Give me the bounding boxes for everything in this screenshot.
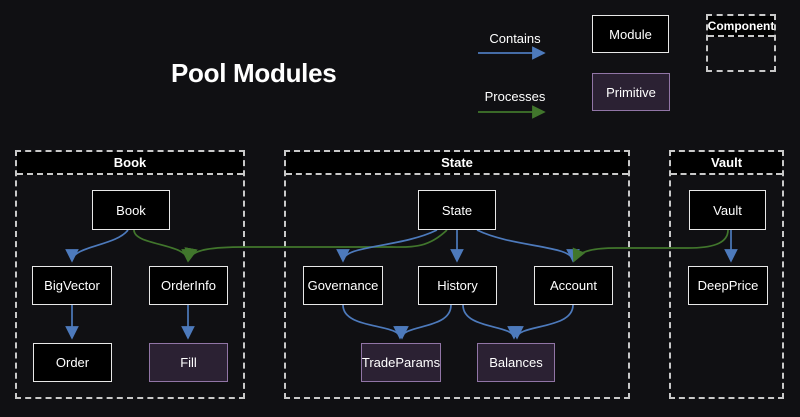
node-book-label: Book <box>116 202 146 218</box>
node-book: Book <box>92 190 170 230</box>
node-governance-label: Governance <box>307 278 379 293</box>
legend-primitive-label: Primitive <box>606 84 656 100</box>
legend-component-box: Component <box>706 14 776 72</box>
page-title: Pool Modules <box>171 58 337 88</box>
container-vault: Vault <box>669 150 784 399</box>
node-balances-label: Balances <box>489 355 543 370</box>
legend-module-label: Module <box>609 26 652 42</box>
node-bigvector: BigVector <box>32 266 112 305</box>
node-history-label: History <box>437 278 478 293</box>
node-tradeparams-label: TradeParams <box>361 355 441 370</box>
node-vault: Vault <box>689 190 766 230</box>
node-order: Order <box>33 343 112 382</box>
container-book-title: Book <box>17 152 243 175</box>
node-state: State <box>418 190 496 230</box>
legend-primitive-box: Primitive <box>592 73 670 111</box>
container-state: State <box>284 150 630 399</box>
node-bigvector-label: BigVector <box>44 278 100 293</box>
legend-contains-label: Contains <box>489 31 541 46</box>
node-history: History <box>418 266 497 305</box>
node-balances: Balances <box>477 343 555 382</box>
node-orderinfo: OrderInfo <box>149 266 228 305</box>
node-orderinfo-label: OrderInfo <box>161 278 216 293</box>
node-fill-label: Fill <box>180 355 197 370</box>
legend-processes-label: Processes <box>484 89 546 104</box>
node-state-label: State <box>441 202 473 218</box>
container-state-title: State <box>286 152 628 175</box>
node-account: Account <box>534 266 613 305</box>
legend-component-label: Component <box>708 16 774 37</box>
node-order-label: Order <box>55 355 90 370</box>
node-tradeparams: TradeParams <box>361 343 441 382</box>
node-deepprice-label: DeepPrice <box>697 278 759 293</box>
container-book: Book <box>15 150 245 399</box>
node-vault-label: Vault <box>713 202 742 218</box>
node-fill: Fill <box>149 343 228 382</box>
node-deepprice: DeepPrice <box>688 266 768 305</box>
node-account-label: Account <box>550 278 597 293</box>
node-governance: Governance <box>303 266 383 305</box>
container-vault-title: Vault <box>671 152 782 175</box>
legend-module-box: Module <box>592 15 669 53</box>
